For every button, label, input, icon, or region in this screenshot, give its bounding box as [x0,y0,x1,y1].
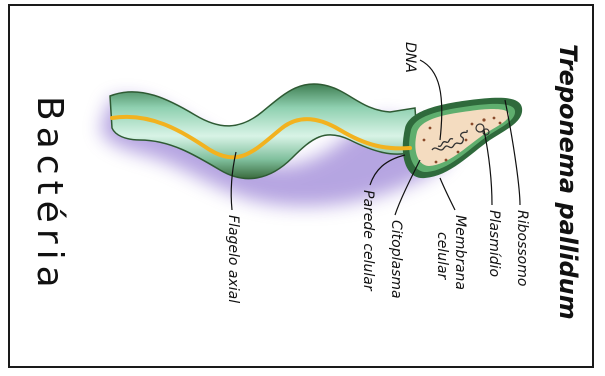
label-celular: celular [434,232,450,279]
label-dna: DNA [402,42,418,73]
label-plasmidio: Plasmídio [486,210,502,277]
label-membrana: Membrana [452,215,468,290]
leader-membrana [440,178,455,210]
label-flagelo: Flagelo axial [225,215,241,303]
label-parede: Parede celular [360,190,376,291]
label-citoplasma: Citoplasma [388,220,404,299]
label-ribossomo: Ribossomo [514,210,530,286]
species-name: Treponema pallidum [554,44,582,320]
title: Bactéria [29,96,70,294]
